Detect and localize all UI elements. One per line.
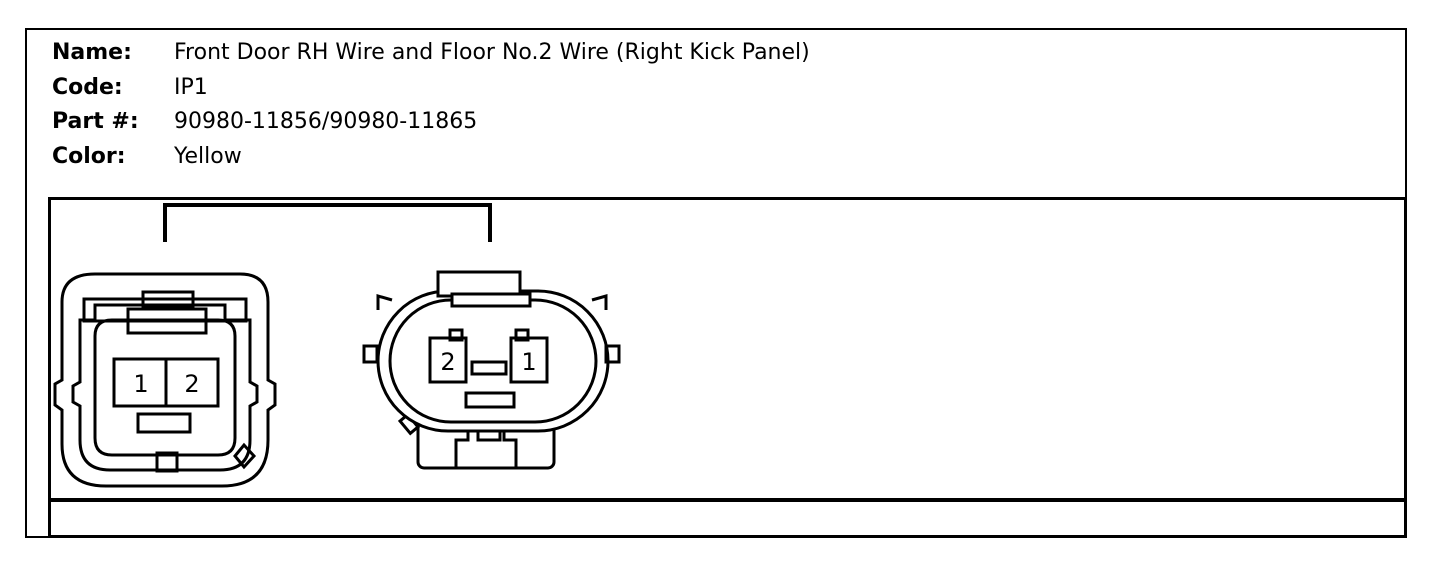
color-label: Color: <box>52 143 126 169</box>
left-connector-latch <box>155 451 179 473</box>
right-pin-label-2: 2 <box>440 348 455 376</box>
right-connector-pin-2-tab <box>448 328 464 342</box>
right-connector-lock-bar <box>450 292 532 308</box>
color-row: Color: Yellow <box>52 140 810 175</box>
left-connector <box>53 272 277 488</box>
left-connector-inner-housing <box>71 303 259 472</box>
right-connector-right-ear <box>591 294 608 310</box>
code-row: Code: IP1 <box>52 71 810 106</box>
name-label: Name: <box>52 40 132 65</box>
part-row: Part #: 90980-11856/90980-11865 <box>52 105 810 140</box>
connector-info-block: Name: Front Door RH Wire and Floor No.2 … <box>52 36 810 174</box>
right-connector-left-tab <box>362 344 379 364</box>
right-connector-pin-1-tab <box>514 328 530 342</box>
code-label: Code: <box>52 74 123 100</box>
right-connector-left-ear <box>376 294 393 310</box>
right-pin-label-1: 1 <box>521 348 536 376</box>
right-connector-bottom-key <box>464 391 516 409</box>
part-label: Part #: <box>52 109 139 134</box>
pairing-bracket <box>163 203 492 242</box>
left-connector-pin-box-2 <box>164 357 220 408</box>
right-connector-key <box>470 360 508 376</box>
left-connector-outer-housing <box>53 272 277 488</box>
left-connector-lock-bar <box>82 297 248 323</box>
left-connector-corner-tab <box>233 442 257 470</box>
name-value: Front Door RH Wire and Floor No.2 Wire (… <box>174 40 810 65</box>
name-row: Name: Front Door RH Wire and Floor No.2 … <box>52 36 810 71</box>
left-connector-lock-top <box>141 290 195 310</box>
right-connector-lock-top <box>436 270 522 298</box>
color-value: Yellow <box>174 143 242 169</box>
left-pin-label-1: 1 <box>133 370 148 398</box>
right-connector <box>362 270 621 470</box>
right-connector-right-tab <box>604 344 621 364</box>
left-connector-key <box>136 412 192 434</box>
left-pin-label-2: 2 <box>184 370 199 398</box>
part-value: 90980-11856/90980-11865 <box>174 109 478 134</box>
code-value: IP1 <box>174 74 208 100</box>
connector-panel <box>48 197 1407 538</box>
right-connector-pin-box-2 <box>428 336 468 384</box>
panel-divider <box>48 498 1407 502</box>
